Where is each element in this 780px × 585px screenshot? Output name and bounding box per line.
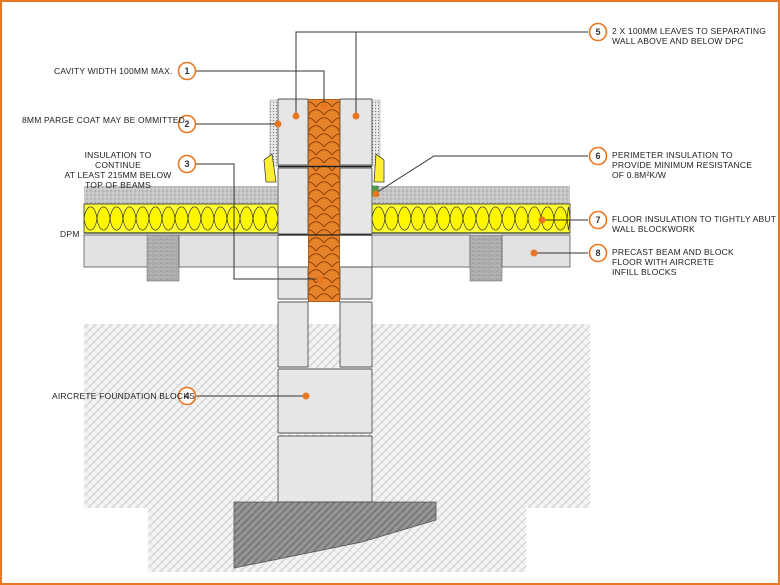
callout-text-7: Floor insulation to tightly abut wall bl… [612, 214, 777, 234]
badge-6: 6 [588, 146, 608, 166]
trim-left [263, 153, 277, 183]
callout-badges: 1 2 3 4 5 6 7 8 [177, 22, 608, 406]
badge-2: 2 [177, 114, 197, 134]
badge-5: 5 [588, 22, 608, 42]
leader-6 [375, 155, 588, 194]
callout-text-3: Insulation to continue at least 215mm be… [64, 150, 172, 190]
svg-text:2: 2 [184, 119, 189, 129]
svg-text:3: 3 [184, 159, 189, 169]
concrete-footing [233, 501, 437, 569]
screed-right [372, 186, 570, 204]
beam-left-stem [146, 234, 180, 282]
cavity-insulation [308, 99, 340, 302]
beam-right-stem [469, 234, 503, 282]
beam-right-inner [371, 234, 471, 268]
callout-text-4: Aircrete foundation blocks [52, 391, 195, 401]
svg-text:4: 4 [184, 391, 189, 401]
floor-insulation-right [371, 203, 571, 234]
badge-7: 7 [588, 210, 608, 230]
wall-blocks [277, 98, 373, 503]
svg-text:8: 8 [595, 248, 600, 258]
beam-left-inner [178, 234, 279, 268]
leader-dots [274, 102, 546, 400]
callout-text-8: Precast beam and block floor with aircre… [612, 247, 734, 277]
callout-text-6: Perimeter insulation to provide minimum … [612, 150, 753, 180]
badge-8: 8 [588, 243, 608, 263]
trim-right [373, 153, 385, 183]
leader-3 [196, 163, 320, 280]
svg-text:6: 6 [595, 151, 600, 161]
badge-3: 3 [177, 154, 197, 174]
callout-text-2: 8mm parge coat may be ommitted [22, 115, 185, 125]
leader-5 [295, 31, 588, 114]
svg-text:7: 7 [595, 215, 600, 225]
callout-text-1: Cavity width 100mm max. [54, 66, 173, 76]
screed-left [84, 186, 278, 204]
leader-lines [196, 31, 588, 397]
floor-insulation-left [83, 203, 279, 234]
dpm-label: DPM [60, 229, 80, 239]
callout-text-5: 2 x 100mm leaves to separating wall abov… [612, 26, 767, 46]
svg-text:1: 1 [184, 66, 189, 76]
badge-4: 4 [177, 386, 197, 406]
leader-1 [196, 70, 325, 104]
svg-text:5: 5 [595, 27, 600, 37]
badge-1: 1 [177, 61, 197, 81]
